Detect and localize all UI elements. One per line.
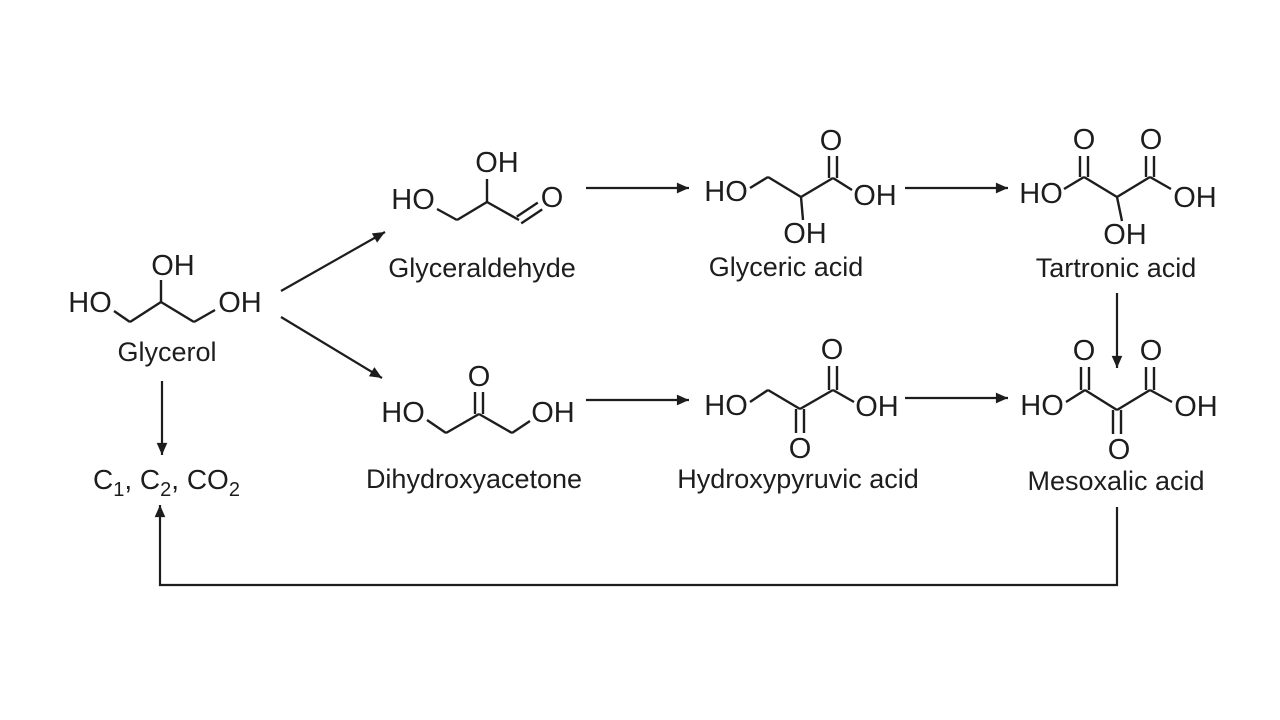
bond [1065,388,1086,404]
atom-label: O [1140,124,1163,156]
bond [767,388,801,411]
atom-label: OH [475,147,519,179]
atom-label: O [789,433,812,465]
atom-label: HO [391,184,435,216]
bond [113,310,131,323]
atom-label: HO [1020,390,1064,422]
atom-label: OH [1173,182,1217,214]
bond [1116,175,1151,199]
bond [456,200,488,222]
molecule-name-tartronic-acid: Tartronic acid [1036,253,1197,283]
molecule-name-glyceric-acid: Glyceric acid [709,252,864,282]
bond [799,388,834,411]
molecule-name-mesoxalic-acid: Mesoxalic acid [1027,466,1204,496]
atom-label: O [541,182,564,214]
bond [478,412,513,435]
atom-label: OH [1103,219,1147,251]
molecule-glyceraldehyde: OH HO O Glyceraldehyde [388,147,576,283]
bond [832,176,853,192]
atom-label: OH [1174,391,1218,423]
bond [800,176,834,199]
atom-label: OH [783,218,827,250]
atom-label: O [1108,434,1131,466]
arrow-glycerol-to-dihydroxyacetone [280,316,383,379]
bond [160,300,195,324]
bond [749,389,769,403]
atom-label: OH [853,180,897,212]
bond [193,308,216,324]
bond [1116,388,1151,412]
atom-label: HO [381,397,425,429]
bond [520,208,543,225]
byproducts-label-c1-c2-co2: C1, C2, CO2 [93,464,240,501]
arrow-mesoxalic-to-byproducts [154,505,1119,587]
atom-label: O [820,125,843,157]
bond [749,175,769,190]
molecule-name-dihydroxyacetone: Dihydroxyacetone [366,464,582,494]
molecule-name-hydroxypyruvic-acid: Hydroxypyruvic acid [677,464,919,494]
bond [1149,388,1173,404]
bond [1084,388,1118,412]
bond [799,196,805,221]
atom-label: OH [531,397,575,429]
bond [445,412,480,435]
bond [516,201,539,218]
atom-label: OH [218,287,262,319]
atom-label: OH [855,391,899,423]
atom-label: HO [704,176,748,208]
bond [1115,196,1124,222]
atom-label: HO [68,287,112,319]
bond [426,419,447,434]
bond [832,388,855,404]
atom-label: HO [1019,178,1063,210]
bond [1149,175,1172,191]
bond [436,207,458,222]
atom-label: O [468,361,491,393]
atom-label: OH [151,250,195,282]
bond [129,300,162,324]
atom-label: O [1073,124,1096,156]
arrow-glycerol-to-glyceraldehyde [280,231,386,292]
bond [767,175,802,199]
atom-label: O [821,334,844,366]
bond [1063,175,1085,191]
atom-label: HO [704,390,748,422]
molecule-dihydroxyacetone: O HO OH Dihydroxyacetone [366,361,582,494]
molecule-name-glycerol: Glycerol [117,337,216,367]
bond [511,420,531,434]
bond [1083,175,1118,199]
bond [486,200,520,222]
atom-label: O [1140,335,1163,367]
atom-label: O [1073,335,1096,367]
molecule-name-glyceraldehyde: Glyceraldehyde [388,253,576,283]
arrows-layer [154,182,1123,587]
